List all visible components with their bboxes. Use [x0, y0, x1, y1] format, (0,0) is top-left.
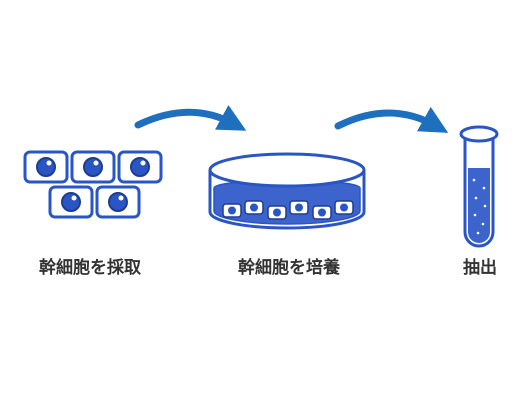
cell — [48, 185, 94, 219]
cell — [117, 150, 163, 184]
cells-icon — [23, 150, 163, 219]
cultured-cell — [267, 205, 287, 220]
cell — [23, 150, 69, 184]
cell — [95, 185, 141, 219]
curved-arrow-icon — [334, 106, 449, 133]
step-label-culture: 幹細胞を培養 — [238, 258, 340, 278]
curved-arrow-icon — [134, 105, 247, 131]
cultured-cell — [222, 203, 242, 218]
cell — [70, 150, 116, 184]
step-label-harvest: 幹細胞を採取 — [39, 258, 141, 278]
cultured-cell — [289, 200, 309, 215]
cultured-cell — [334, 200, 354, 215]
cultured-cell — [312, 205, 332, 220]
cultured-cell — [244, 200, 264, 215]
petri-dish-icon — [208, 152, 366, 230]
step-label-extract: 抽出 — [463, 258, 497, 278]
test-tube-icon — [459, 125, 499, 248]
